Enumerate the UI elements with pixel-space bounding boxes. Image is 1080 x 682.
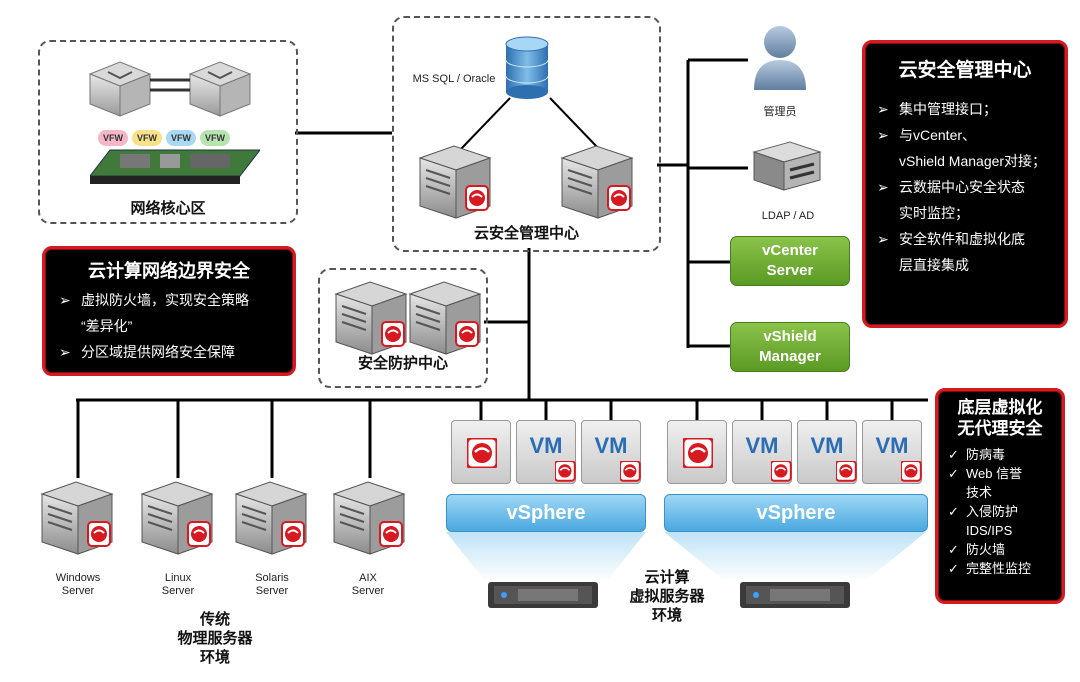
list-item: ✓完整性监控	[948, 561, 1032, 576]
arrow-bullet-icon: ➢	[877, 179, 889, 195]
check-icon: ✓	[948, 542, 959, 557]
mgmt-server-icon	[561, 145, 633, 219]
arrow-bullet-icon: ➢	[59, 292, 71, 308]
physical-env-label: 传统物理服务器环境	[177, 611, 253, 666]
vsphere-beam	[664, 532, 926, 582]
windows-server-icon	[41, 481, 113, 555]
admin-label: 管理员	[763, 106, 797, 118]
protection-server-icon	[335, 281, 407, 355]
list-item: ✓防火墙	[948, 542, 1006, 557]
list-item: ➢虚拟防火墙，实现安全策略	[59, 287, 293, 313]
shield-badge-icon	[771, 461, 792, 482]
list-item: 实时监控；	[899, 205, 969, 221]
list-item: 技术	[966, 485, 993, 500]
arrow-bullet-icon: ➢	[877, 127, 889, 143]
arrow-bullet-icon: ➢	[877, 101, 889, 117]
list-item: ➢分区域提供网络安全保障	[59, 339, 293, 365]
network-core-zone: VFW VFW VFW VFW 网络核心区	[38, 40, 298, 224]
host-server-icon	[488, 582, 598, 608]
network-core-label: 网络核心区	[130, 200, 206, 217]
list-item: 层直接集成	[899, 257, 969, 273]
check-icon: ✓	[948, 466, 959, 481]
admin-user-icon	[754, 26, 806, 90]
host-server-icon	[740, 582, 850, 608]
list-item: IDS/IPS	[966, 523, 1013, 538]
cloud-mgmt-title: 云安全管理中心	[898, 60, 1032, 81]
linux-server-icon	[141, 481, 213, 555]
mgmt-center-zone: MS SQL / Oracle 云安全管理中心	[392, 16, 661, 252]
db-label: MS SQL / Oracle	[412, 73, 496, 85]
protection-center-zone: 安全防护中心	[318, 268, 488, 388]
boundary-security-box: 云计算网络边界安全 ➢虚拟防火墙，实现安全策略 “差异化” ➢分区域提供网络安全…	[42, 246, 296, 376]
list-item: ➢云数据中心安全状态	[877, 174, 1065, 200]
vfw-badge: VFW	[200, 130, 230, 146]
security-vm-box	[451, 420, 511, 484]
mgmt-center-label: 云安全管理中心	[473, 225, 579, 242]
shield-badge-icon	[620, 461, 641, 482]
line-card-icon	[90, 149, 260, 184]
virtual-env-label: 云计算虚拟服务器环境	[629, 569, 705, 624]
list-item: ✓防病毒	[948, 447, 1006, 462]
switch-pair-icon	[88, 61, 252, 117]
solaris-server-icon	[235, 481, 307, 555]
arrow-bullet-icon: ➢	[877, 231, 889, 247]
shield-badge-icon	[901, 461, 922, 482]
agentless-title: 底层虚拟化无代理安全	[957, 398, 1043, 438]
vfw-badge: VFW	[98, 130, 128, 146]
trend-badge-icon	[683, 438, 713, 468]
check-icon: ✓	[948, 447, 959, 462]
arrow-bullet-icon: ➢	[59, 344, 71, 360]
vm-box: VM	[516, 420, 576, 484]
ldap-server-icon	[752, 141, 822, 191]
vm-box: VM	[581, 420, 641, 484]
list-item: ➢安全软件和虚拟化底	[877, 226, 1065, 252]
vfw-badge: VFW	[166, 130, 196, 146]
vsphere-layer: vSphere	[446, 494, 646, 532]
vm-box: VM	[732, 420, 792, 484]
check-icon: ✓	[948, 504, 959, 519]
trend-badge-icon	[467, 438, 497, 468]
protection-server-icon	[409, 281, 481, 355]
protection-center-label: 安全防护中心	[357, 355, 448, 372]
shield-badge-icon	[836, 461, 857, 482]
ldap-label: LDAP / AD	[761, 210, 815, 222]
list-item: ➢与vCenter、	[877, 122, 1065, 148]
security-vm-box	[667, 420, 727, 484]
vsphere-beam	[446, 532, 646, 582]
cloud-mgmt-box: 云安全管理中心 ➢集中管理接口； ➢与vCenter、 vShield Mana…	[862, 40, 1068, 328]
list-item: vShield Manager对接；	[899, 153, 1047, 169]
vm-box: VM	[797, 420, 857, 484]
vm-box: VM	[862, 420, 922, 484]
shield-badge-icon	[555, 461, 576, 482]
vfw-badge: VFW	[132, 130, 162, 146]
boundary-security-title: 云计算网络边界安全	[88, 261, 250, 281]
list-item: “差异化”	[81, 318, 133, 334]
check-icon: ✓	[948, 561, 959, 576]
list-item: ✓Web 信誉	[948, 466, 1023, 481]
mgmt-server-icon	[419, 145, 491, 219]
vsphere-layer: vSphere	[664, 494, 928, 532]
database-icon	[505, 36, 549, 99]
list-item: ➢集中管理接口；	[877, 96, 1065, 122]
agentless-security-box: 底层虚拟化无代理安全 ✓防病毒 ✓Web 信誉 技术 ✓入侵防护 IDS/IPS…	[935, 388, 1065, 604]
aix-server-icon	[333, 481, 405, 555]
list-item: ✓入侵防护	[948, 504, 1019, 519]
